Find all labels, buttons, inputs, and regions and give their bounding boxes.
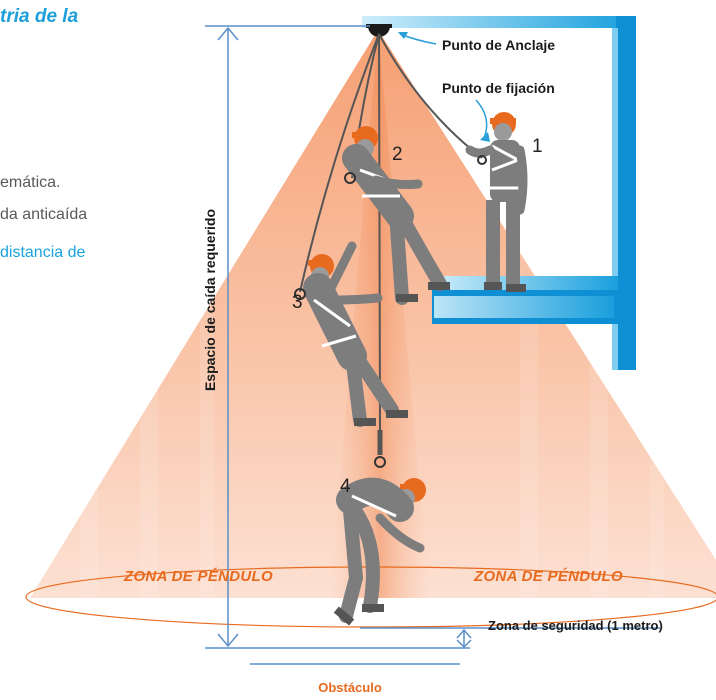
safety-zone-dimension: [360, 627, 660, 649]
label-leaders: [398, 32, 490, 142]
safety-zone-label: Zona de seguridad (1 metro): [488, 618, 663, 633]
anchor-point-label: Punto de Anclaje: [442, 37, 556, 53]
obstacle-label: Obstáculo: [318, 680, 382, 695]
worker-1: [465, 112, 528, 292]
worker-number-1: 1: [532, 136, 543, 157]
required-space-dimension: [205, 25, 470, 649]
worker-2: [342, 126, 450, 305]
body-line-2: da anticaída: [0, 206, 88, 223]
anchor-point-icon: [366, 24, 392, 37]
worker-number-3: 3: [292, 292, 303, 313]
body-line-1: emática.: [0, 174, 61, 191]
pendulum-zone-right: ZONA DE PÉNDULO: [474, 568, 623, 585]
worker-3: [294, 241, 408, 427]
pendulum-zone-left: ZONA DE PÉNDULO: [124, 568, 273, 585]
fixing-point-label: Punto de fijación: [442, 80, 555, 96]
worker-4: [333, 456, 426, 626]
worker-number-2: 2: [392, 144, 403, 165]
worker-number-4: 4: [340, 476, 351, 497]
section-heading: tria de la: [0, 6, 79, 27]
distance-link[interactable]: distancia de: [0, 244, 86, 261]
structure: [362, 16, 636, 370]
